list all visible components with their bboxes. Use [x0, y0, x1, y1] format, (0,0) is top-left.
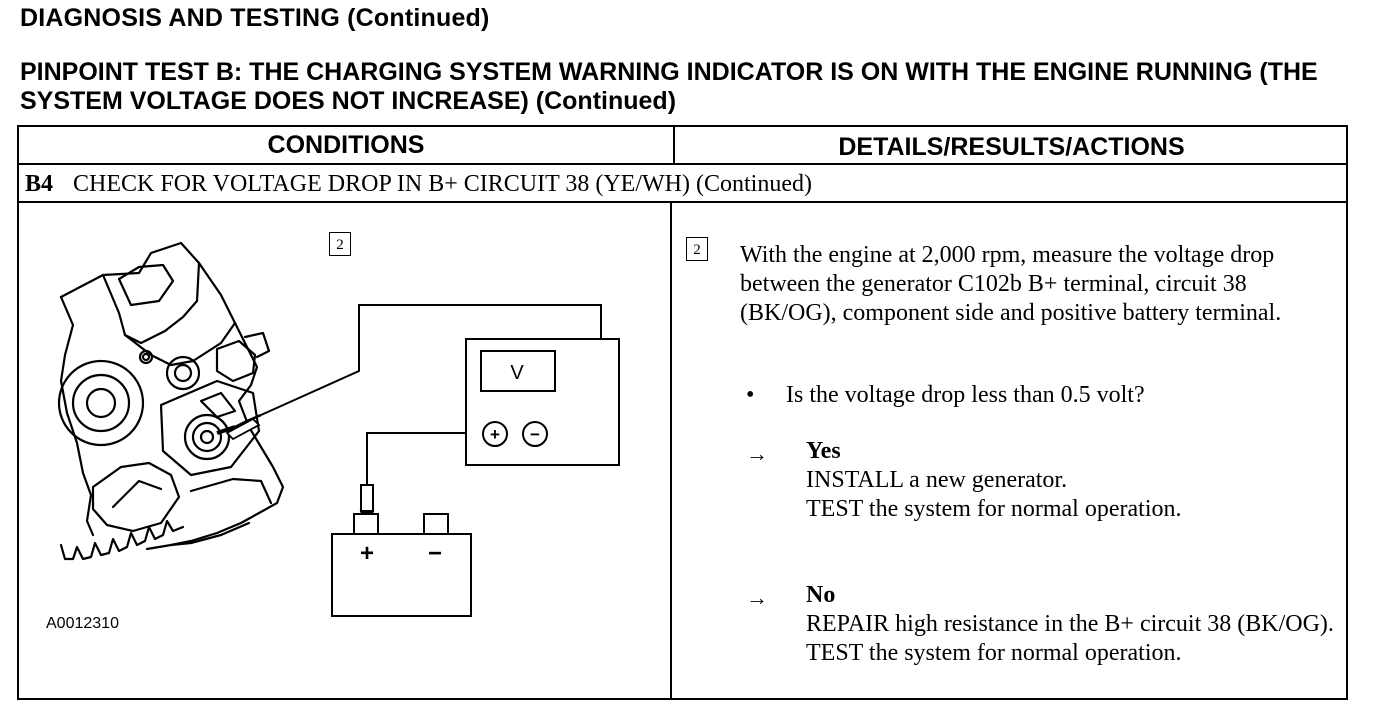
step-row-divider [19, 201, 1346, 203]
section-title: DIAGNOSIS AND TESTING (Continued) [20, 4, 490, 32]
question-bullet: • [746, 382, 755, 408]
details-header: DETAILS/RESULTS/ACTIONS [838, 133, 1185, 161]
pinpoint-test-table: CONDITIONS DETAILS/RESULTS/ACTIONS B4 CHE… [17, 125, 1348, 700]
step-row: B4 CHECK FOR VOLTAGE DROP IN B+ CIRCUIT 3… [25, 171, 812, 198]
multimeter [465, 338, 620, 466]
meter-plus-jack: + [490, 425, 500, 444]
yes-arrow-icon: → [746, 441, 768, 466]
test-title: PINPOINT TEST B: THE CHARGING SYSTEM WAR… [20, 58, 1318, 115]
battery [331, 513, 472, 617]
instruction-text: With the engine at 2,000 rpm, measure th… [740, 242, 1282, 326]
conditions-header: CONDITIONS [267, 131, 425, 159]
battery-negative-terminal: − [428, 540, 442, 567]
generator-meter-battery-diagram: V + − + − [57, 241, 620, 617]
body-column-divider [670, 201, 672, 698]
generator-probe [225, 417, 261, 441]
step-number: B4 [25, 171, 54, 197]
yes-action-2: TEST the system for normal operation. [806, 496, 1182, 522]
yes-label: Yes [806, 438, 841, 464]
header-divider [19, 163, 1346, 165]
step-title: CHECK FOR VOLTAGE DROP IN B+ CIRCUIT 38 … [73, 171, 812, 197]
figure-callout: 2 [329, 232, 351, 256]
battery-positive-terminal: + [360, 540, 374, 567]
no-action: REPAIR high resistance in the B+ circuit… [806, 611, 1334, 666]
yes-action-1: INSTALL a new generator. [806, 467, 1068, 493]
meter-display-label: V [510, 362, 524, 384]
meter-minus-jack: − [530, 425, 540, 444]
voltage-drop-figure: 2 [21, 205, 671, 698]
question-text: Is the voltage drop less than 0.5 volt? [786, 382, 1145, 408]
no-label: No [806, 582, 836, 608]
yes-result: Yes INSTALL a new generator. TEST the sy… [806, 437, 1336, 524]
header-column-divider [673, 127, 675, 163]
figure-id: A0012310 [46, 615, 119, 632]
no-arrow-icon: → [746, 585, 768, 610]
no-result: No REPAIR high resistance in the B+ circ… [806, 581, 1336, 668]
generator-drawing [57, 241, 285, 561]
details-callout: 2 [686, 237, 708, 261]
